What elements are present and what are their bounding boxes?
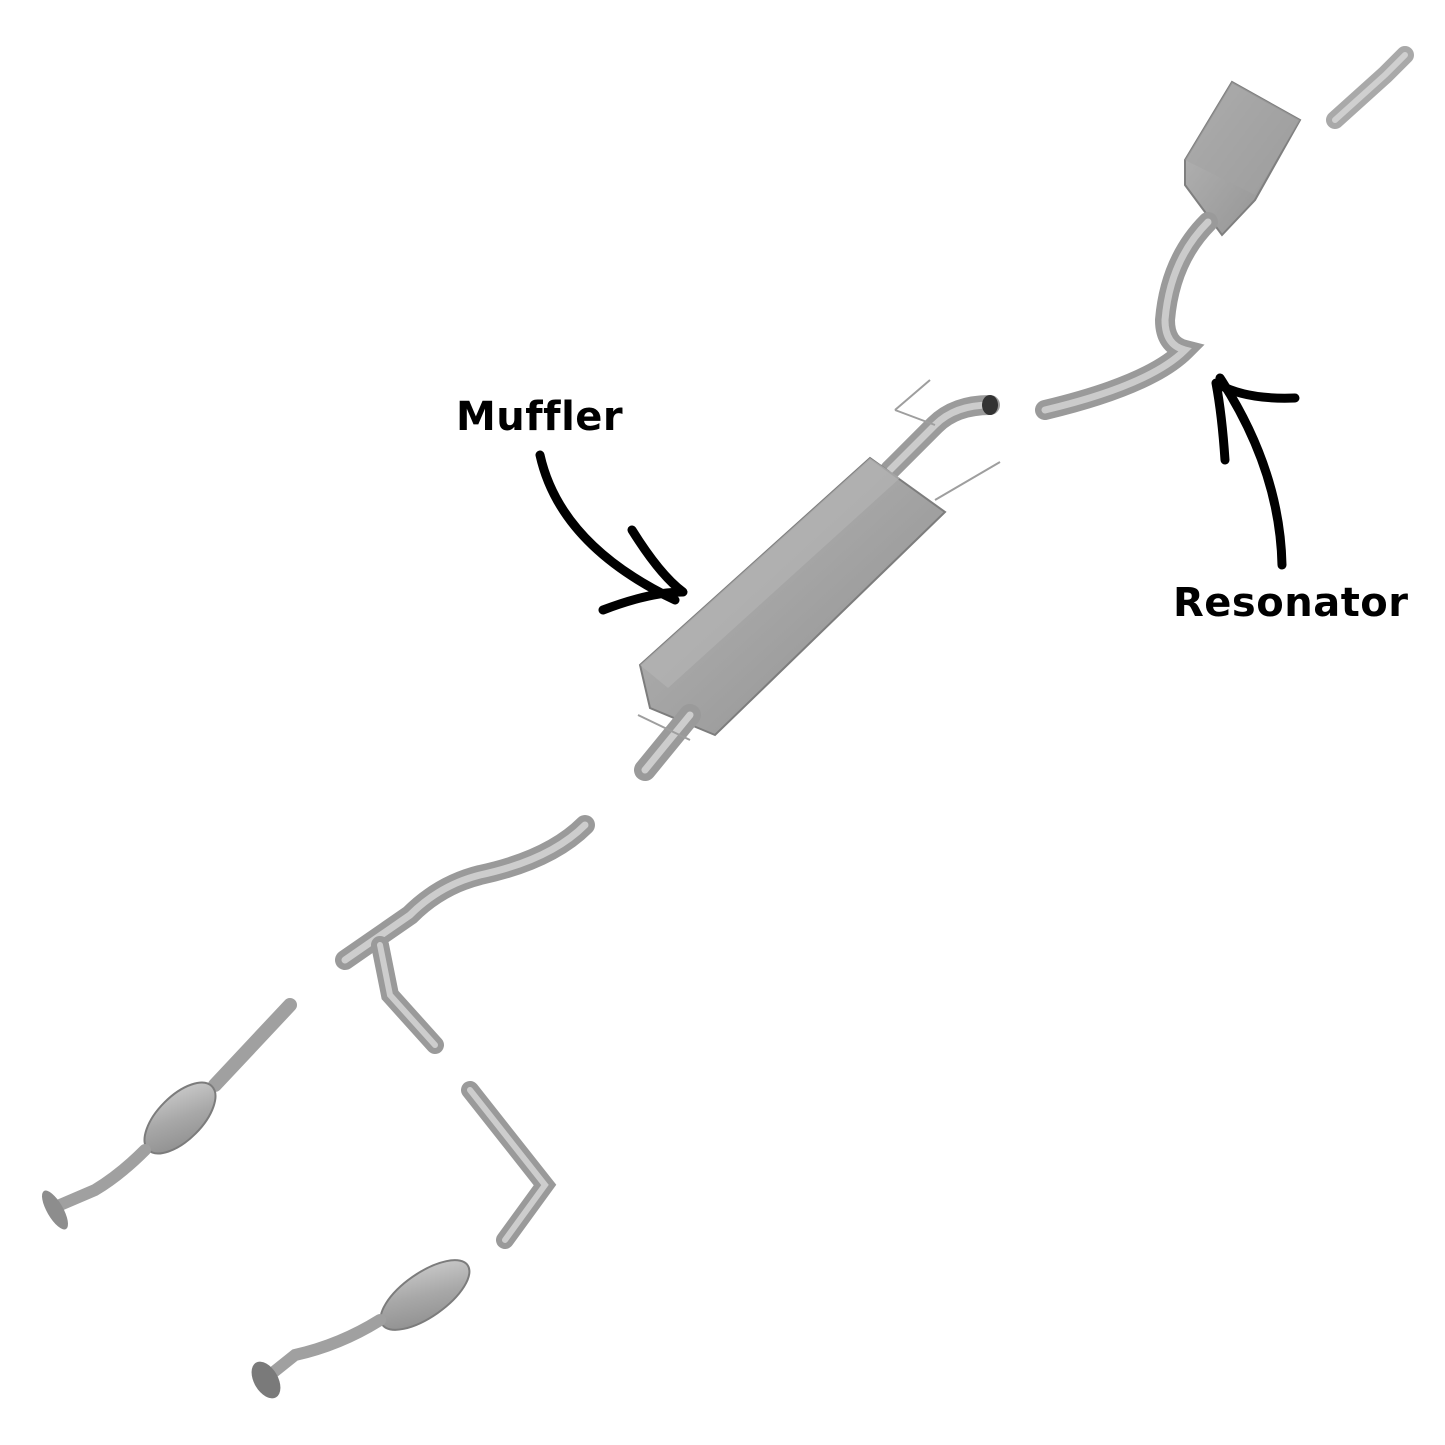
muffler-assembly	[634, 379, 1001, 781]
resonator-assembly	[1035, 46, 1414, 420]
muffler-label: Muffler	[456, 394, 624, 440]
right-flange	[251, 1361, 281, 1399]
y-pipe-assembly	[335, 815, 595, 1054]
left-flange	[42, 1190, 68, 1230]
right-catalytic-converter	[379, 1259, 471, 1331]
muffler-arrow	[535, 450, 688, 615]
muffler-body	[638, 456, 947, 737]
resonator-arrow	[1211, 373, 1300, 570]
muffler-outlet-opening	[982, 395, 998, 415]
right-catalytic-converter-assembly	[251, 1081, 557, 1399]
left-catalytic-converter-assembly	[42, 998, 297, 1230]
resonator-label: Resonator	[1173, 580, 1409, 626]
